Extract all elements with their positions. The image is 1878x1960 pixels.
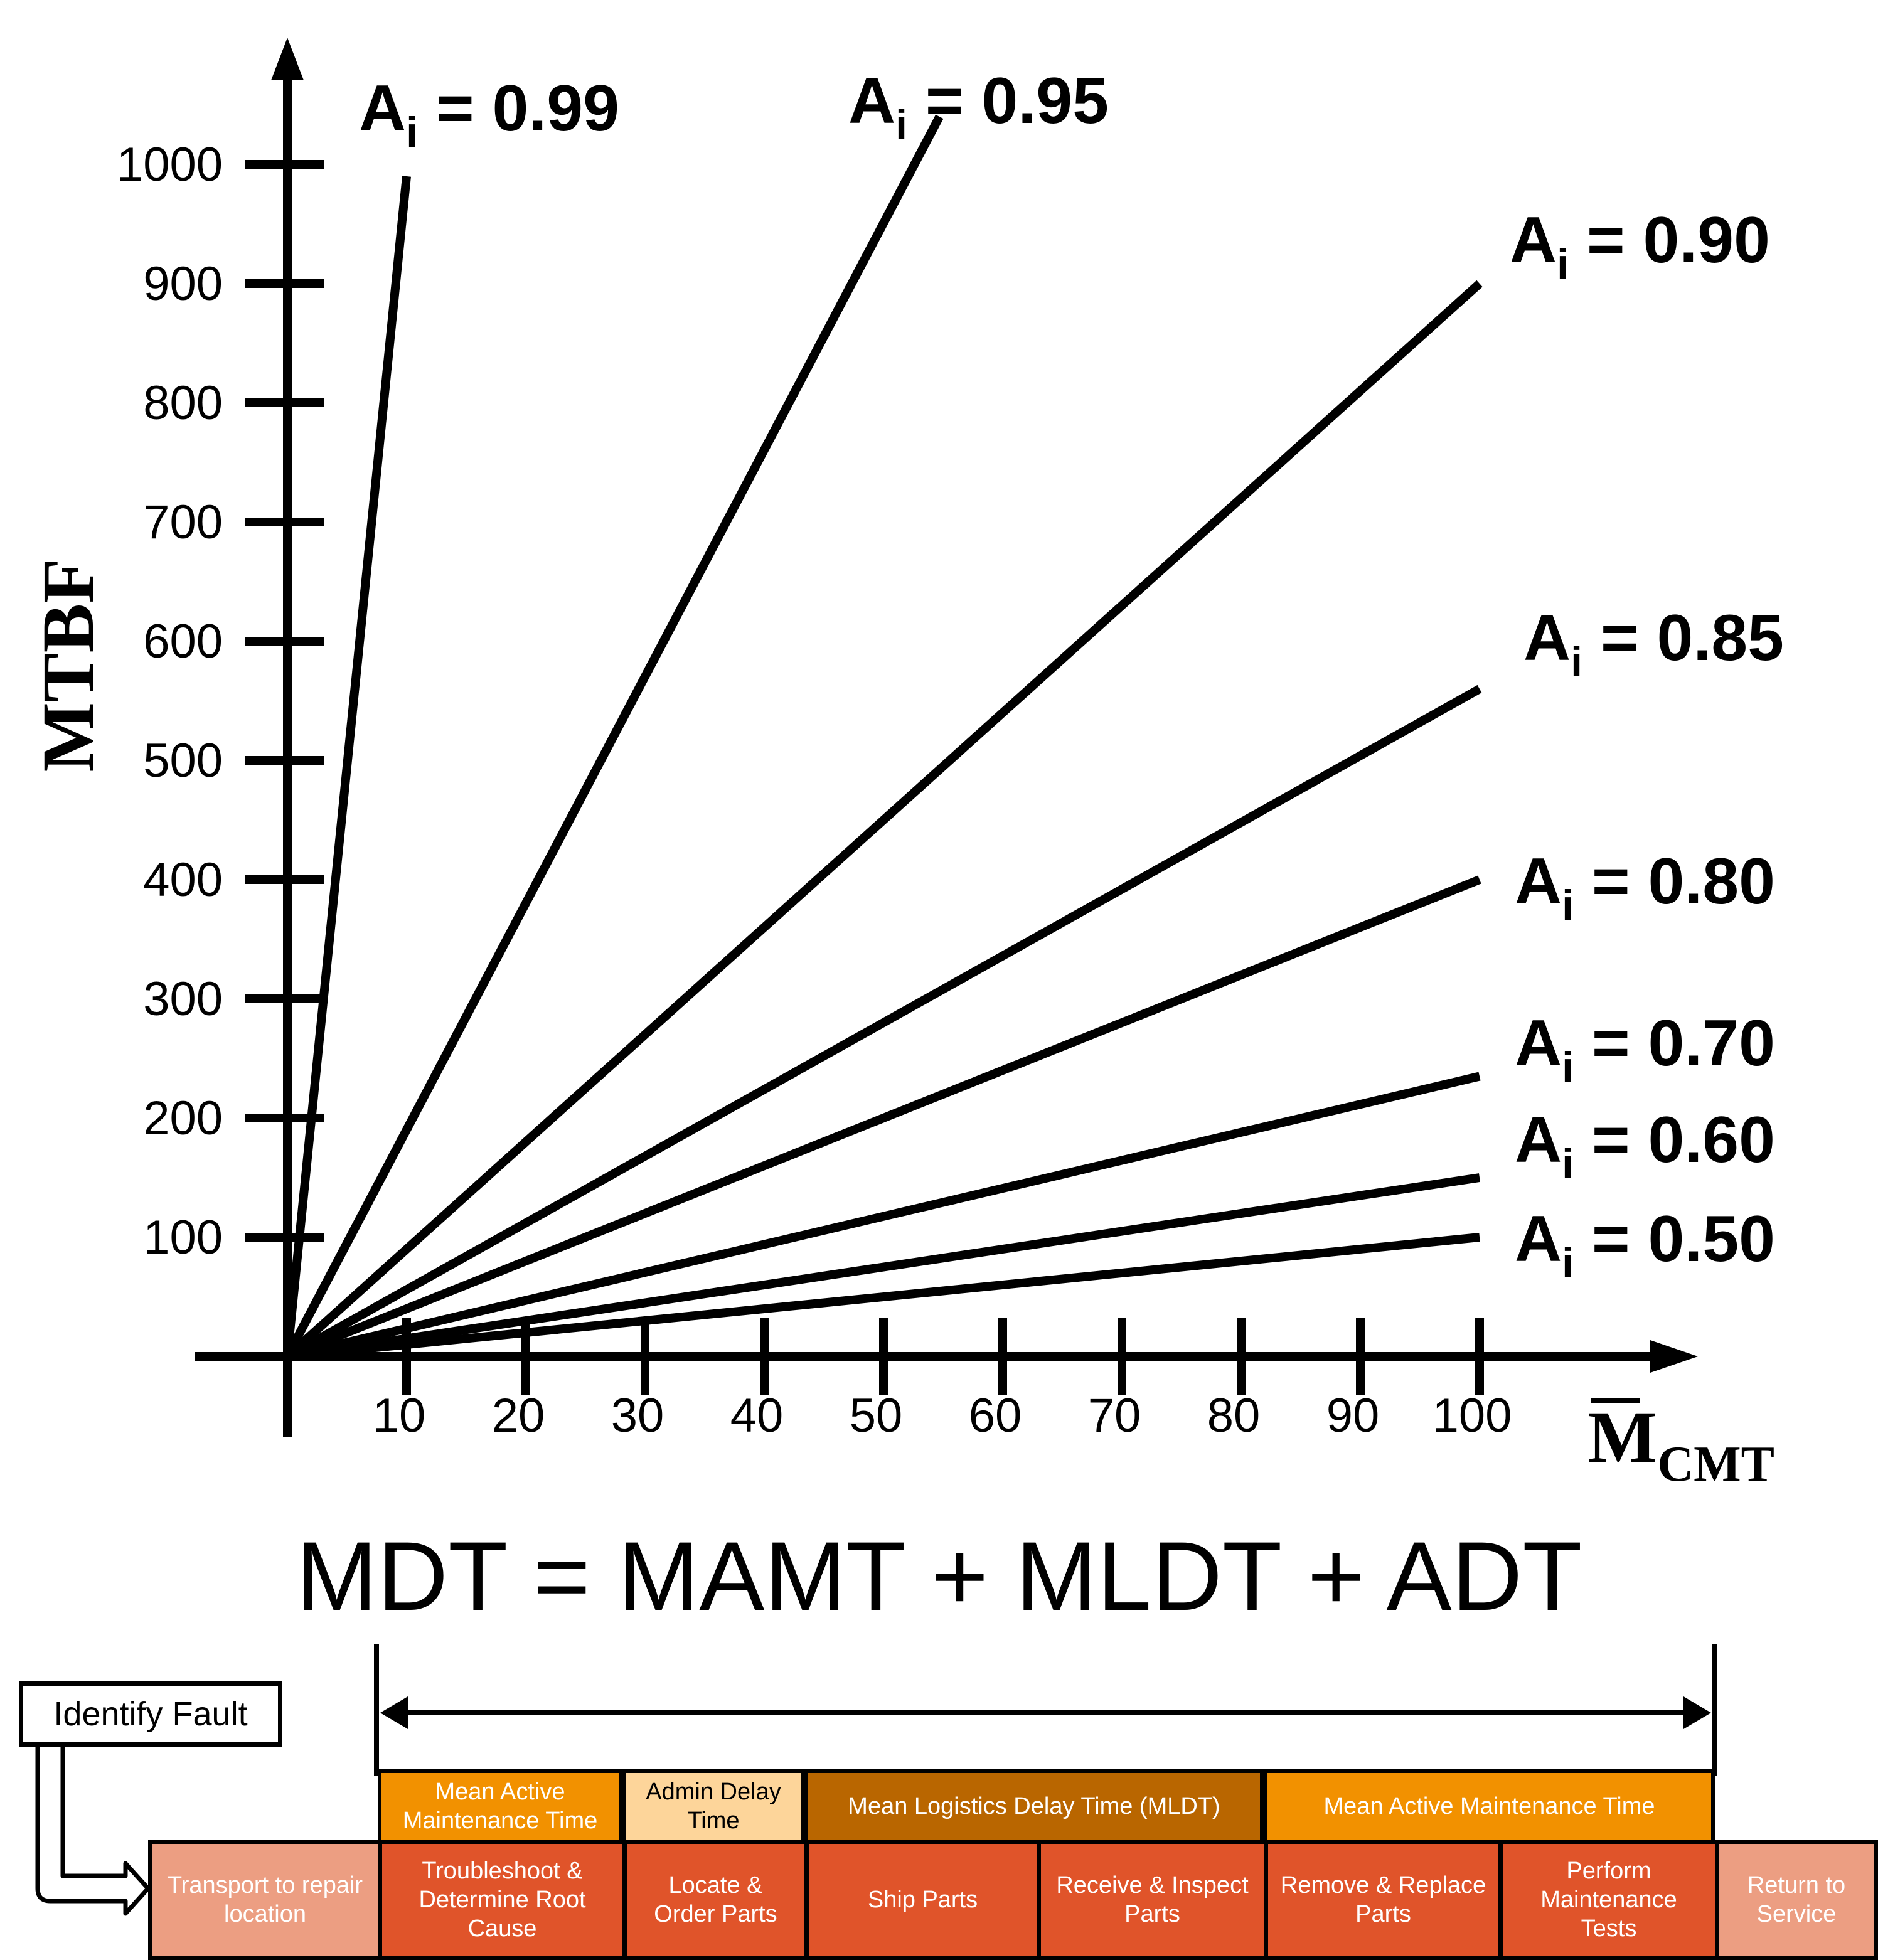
x-axis-label: MCMT: [1587, 1396, 1774, 1492]
identify-fault-box: Identify Fault: [19, 1681, 282, 1747]
x-tick-label: 60: [969, 1389, 1022, 1442]
step-7: Perform Maintenance Tests: [1498, 1840, 1715, 1960]
series-line: [286, 1173, 1481, 1361]
series-line: [287, 1233, 1480, 1361]
availability-chart: 100 200 300 400 500 600 700 800 900 1000 10 20 30 40 5…: [27, 38, 1784, 1492]
x-tick-label: 50: [850, 1389, 903, 1442]
step-6: Remove & Replace Parts: [1264, 1840, 1498, 1960]
series-label: Ai = 0.70: [1515, 1007, 1775, 1091]
series-labels: Ai = 0.99 Ai = 0.95 Ai = 0.90 Ai = 0.85 Ai =…: [359, 65, 1784, 1287]
series-line: [286, 1072, 1481, 1361]
y-tick-label: 600: [143, 615, 223, 668]
y-tick-label: 300: [143, 972, 223, 1026]
identify-fault-arrow: [35, 1747, 151, 1916]
process-bracket: [35, 1644, 1717, 1916]
y-tick-label: 900: [143, 257, 223, 311]
chart-axes: 100 200 300 400 500 600 700 800 900 1000 10 20 30 40 5…: [27, 38, 1774, 1492]
series-line: [283, 176, 411, 1357]
y-axis-label: MTBF: [27, 558, 109, 772]
x-tick-label: 30: [611, 1389, 664, 1442]
y-tick-label: 1000: [117, 138, 223, 191]
bracket-arrow-right: [1683, 1696, 1711, 1729]
x-tick-label: 20: [492, 1389, 545, 1442]
phase-3: Mean Logistics Delay Time (MLDT): [804, 1769, 1264, 1840]
step-1: Transport to repair location: [148, 1840, 378, 1960]
maintenance-process: Identify Fault Mean Active Maintenance T…: [0, 1644, 1878, 1960]
series-label: Ai = 0.60: [1515, 1104, 1775, 1188]
mdt-formula: MDT = MAMT + MLDT + ADT: [296, 1522, 1582, 1631]
x-tick-label: 40: [730, 1389, 784, 1442]
y-tick-label: 200: [143, 1092, 223, 1145]
step-3: Locate & Order Parts: [622, 1840, 804, 1960]
step-4: Ship Parts: [804, 1840, 1037, 1960]
x-tick-label: 10: [373, 1389, 426, 1442]
y-tick-label: 500: [143, 734, 223, 787]
step-8: Return to Service: [1715, 1840, 1878, 1960]
series-label: Ai = 0.90: [1510, 204, 1770, 288]
x-tick-label: 80: [1207, 1389, 1261, 1442]
x-tick-label: 90: [1326, 1389, 1380, 1442]
series-label: Ai = 0.85: [1523, 602, 1784, 686]
series-label: Ai = 0.50: [1515, 1203, 1775, 1287]
y-tick-label: 800: [143, 376, 223, 430]
x-axis-arrow: [1650, 1340, 1698, 1373]
series-line: [284, 280, 1483, 1360]
step-5: Receive & Inspect Parts: [1037, 1840, 1264, 1960]
y-tick-label: 400: [143, 853, 223, 907]
series-label: Ai = 0.99: [359, 72, 619, 156]
series-lines: [283, 114, 1483, 1361]
series-line: [285, 684, 1482, 1361]
bracket-arrow-left: [380, 1696, 408, 1729]
series-line: [285, 875, 1481, 1361]
phase-1: Mean Active Maintenance Time: [378, 1769, 622, 1840]
y-axis-arrow: [271, 38, 304, 80]
phase-2: Admin Delay Time: [622, 1769, 804, 1840]
step-2: Troubleshoot & Determine Root Cause: [378, 1840, 622, 1960]
series-line: [283, 114, 944, 1359]
series-label: Ai = 0.80: [1515, 845, 1775, 929]
x-tick-label: 70: [1088, 1389, 1141, 1442]
y-tick-label: 700: [143, 496, 223, 549]
y-tick-label: 100: [143, 1211, 223, 1264]
series-label: Ai = 0.95: [848, 65, 1109, 149]
phase-4: Mean Active Maintenance Time: [1264, 1769, 1715, 1840]
x-tick-label: 100: [1433, 1389, 1512, 1442]
